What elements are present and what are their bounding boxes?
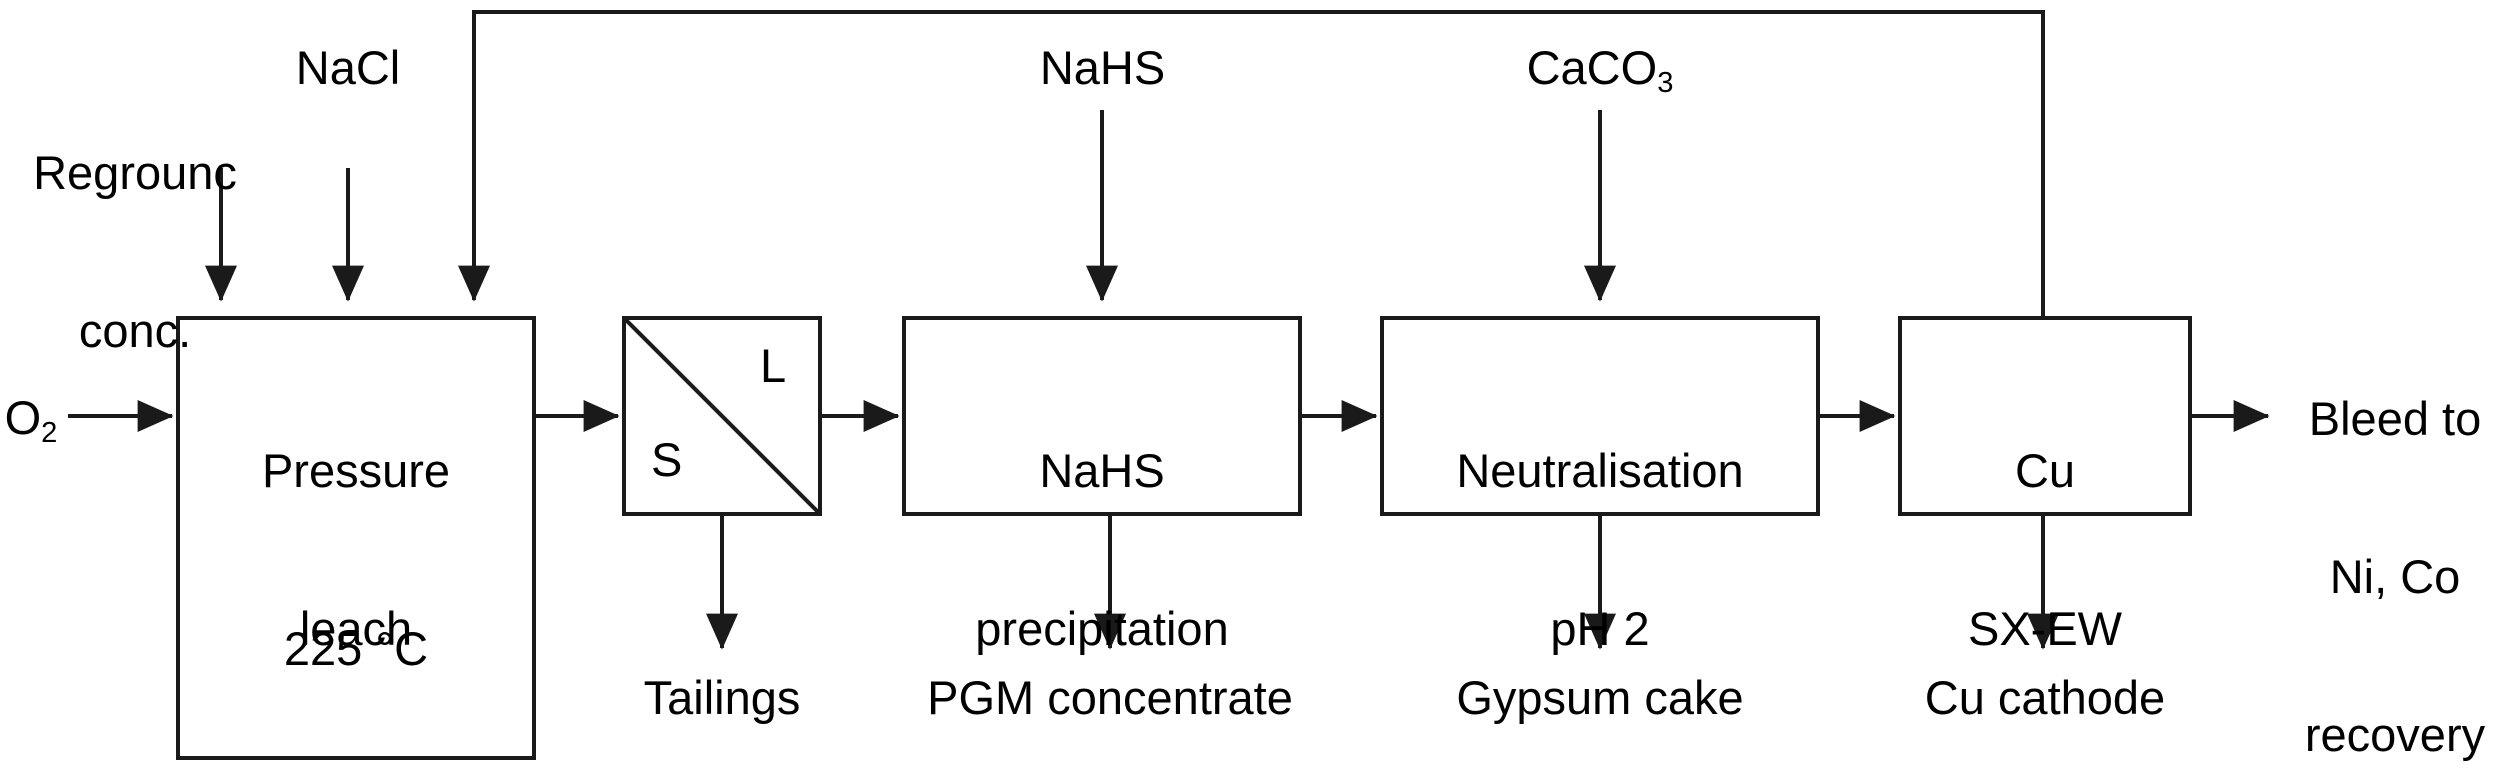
box-neutralisation — [1380, 316, 1820, 516]
box-pressure-leach — [176, 316, 536, 760]
ls-separation-diagonal — [622, 316, 822, 516]
box-cu-sx-ew — [1898, 316, 2192, 516]
ls-separation-liquid-label: L — [760, 339, 787, 392]
arrow-recycle-to-pressure-leach — [458, 10, 2045, 318]
box-nahs-precipitation — [902, 316, 1302, 516]
ls-separation-solid-label: S — [651, 433, 683, 486]
